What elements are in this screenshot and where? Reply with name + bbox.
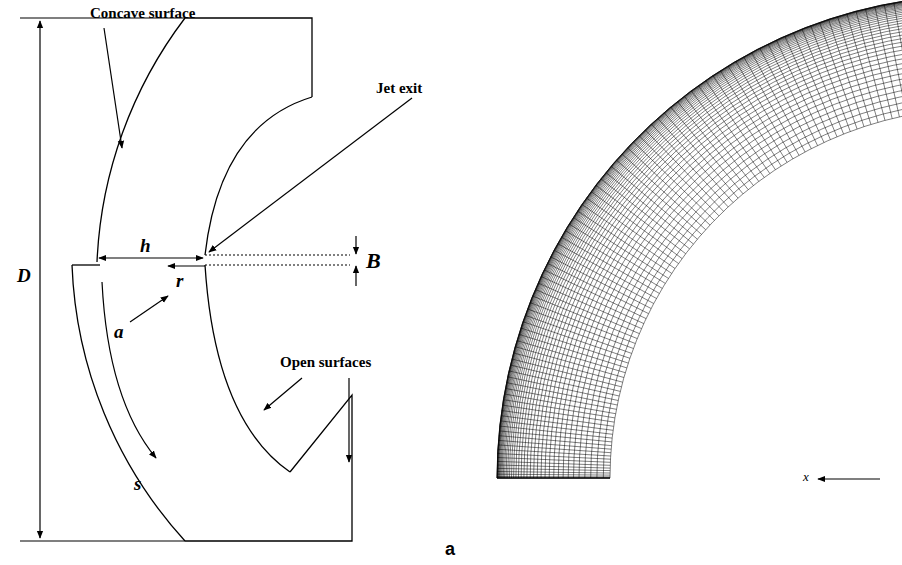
open-boundary xyxy=(185,395,352,541)
dimension-label: h xyxy=(140,236,151,257)
mesh-line xyxy=(499,0,902,478)
dimension-label: a xyxy=(114,322,124,343)
axis-label: x xyxy=(803,470,809,484)
mesh-line xyxy=(554,52,902,478)
mesh-line xyxy=(497,478,610,479)
leader-arrow xyxy=(130,296,168,322)
inner-arc xyxy=(205,97,312,255)
leader-arrow xyxy=(264,378,302,410)
inner-arc xyxy=(205,265,290,472)
dimension-arrow xyxy=(39,21,40,538)
mesh-line xyxy=(521,19,902,478)
mesh-line xyxy=(516,14,902,478)
mesh-line xyxy=(497,477,610,479)
mesh-line xyxy=(498,0,902,478)
mesh-line xyxy=(497,0,902,478)
mesh-line xyxy=(579,77,902,478)
mesh-line xyxy=(585,83,902,478)
dimension-label: r xyxy=(176,271,183,292)
mesh-line xyxy=(524,22,902,478)
mesh-line xyxy=(537,35,902,478)
dimension-label: B xyxy=(366,249,381,273)
part-label: Concave surface xyxy=(90,5,195,22)
mesh-line xyxy=(558,56,902,478)
mesh-line xyxy=(563,61,902,478)
dotted-line xyxy=(205,264,350,265)
dimension-lines xyxy=(20,18,880,541)
mesh-line xyxy=(497,0,902,478)
mesh-line xyxy=(530,28,902,478)
mesh-line xyxy=(497,0,902,478)
dimension-arrow xyxy=(355,236,356,254)
mesh-line xyxy=(506,4,902,478)
mesh-line xyxy=(534,32,902,478)
domain-edge xyxy=(72,264,100,265)
arc-length-arrow xyxy=(102,282,156,458)
dimension-label: D xyxy=(17,266,31,287)
mesh-line xyxy=(497,0,902,478)
part-label: Open surfaces xyxy=(280,354,371,371)
part-label: Jet exit xyxy=(376,80,422,97)
dimension-label: s xyxy=(134,474,141,495)
mesh-line xyxy=(497,0,902,478)
mesh-line xyxy=(591,89,902,478)
domain-outline xyxy=(72,18,352,541)
mesh-line xyxy=(508,6,902,478)
mesh-line xyxy=(603,101,902,478)
leader-arrow xyxy=(348,378,349,462)
axis-arrow xyxy=(818,478,880,479)
mesh-line xyxy=(499,0,902,478)
panel-label: a xyxy=(445,540,455,560)
mesh-line xyxy=(518,16,902,478)
concave-wall xyxy=(97,18,185,262)
dotted-line xyxy=(205,254,350,255)
mesh-line xyxy=(568,66,902,478)
dimension-arrow xyxy=(99,257,203,258)
dimension-arrow xyxy=(168,265,205,266)
concave-wall xyxy=(72,265,185,541)
domain-edge xyxy=(185,18,312,97)
leader-arrow xyxy=(209,98,412,252)
computational-mesh xyxy=(497,0,902,478)
mesh-line xyxy=(503,1,902,478)
extension-line xyxy=(20,540,185,541)
mesh-line xyxy=(527,25,902,478)
mesh-line xyxy=(597,95,902,478)
mesh-line xyxy=(498,0,902,478)
leader-arrow xyxy=(104,28,122,148)
dimension-arrow xyxy=(355,266,356,286)
